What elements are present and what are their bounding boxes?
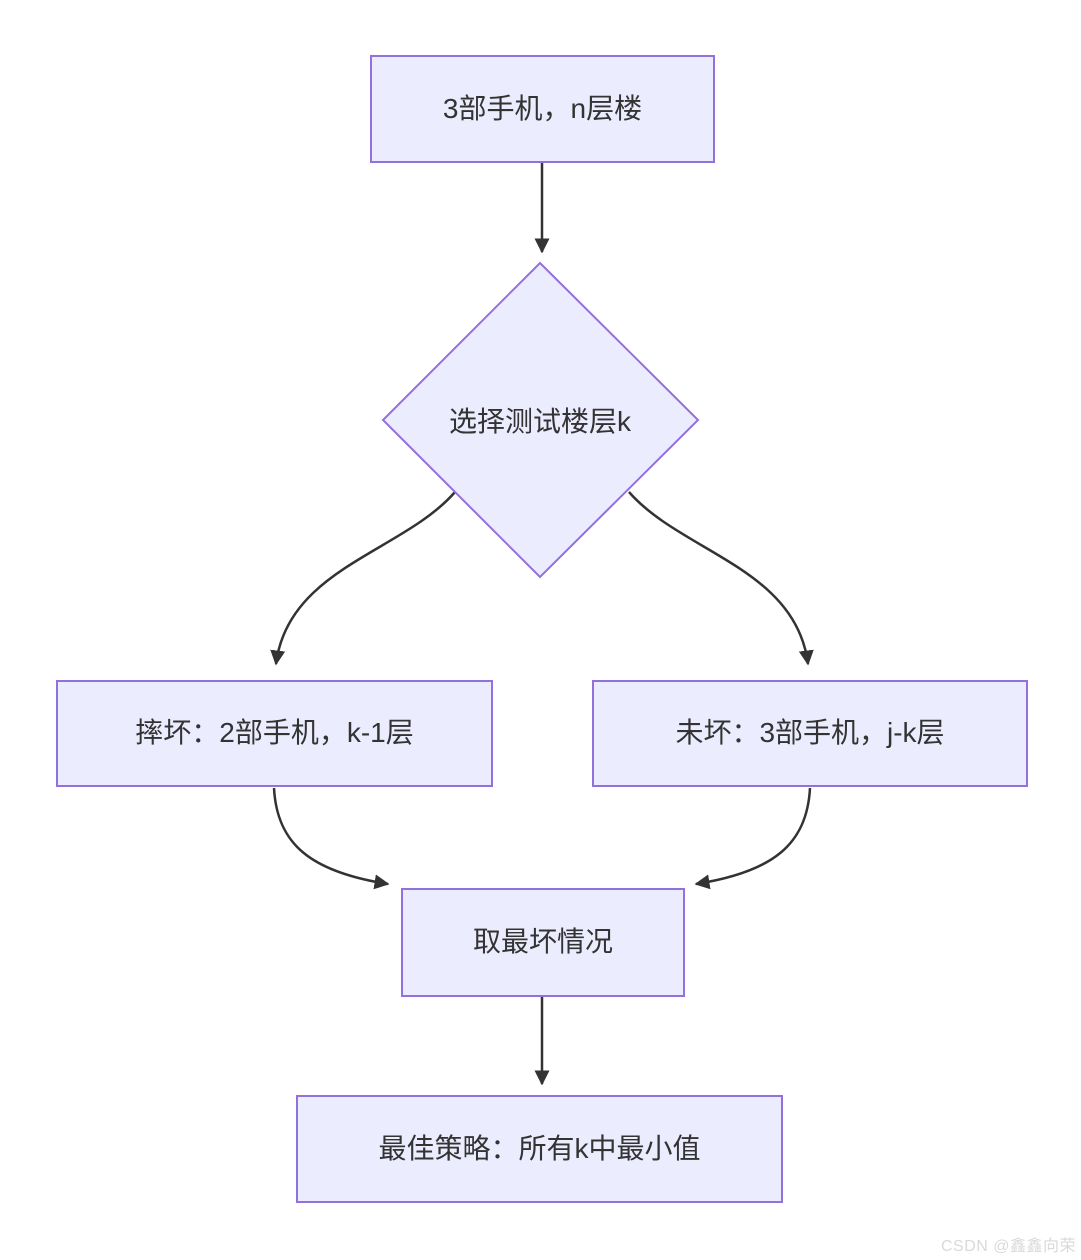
node-intact: 未坏：3部手机，j-k层 <box>592 680 1028 787</box>
node-worst-label: 取最坏情况 <box>472 926 613 958</box>
node-decision: 选择测试楼层k <box>390 399 690 441</box>
edge-decision-broken <box>270 491 456 666</box>
node-broken-label: 摔坏：2部手机，k-1层 <box>135 717 414 749</box>
edge-intact-worst <box>694 787 812 890</box>
node-start: 3部手机，n层楼 <box>370 55 715 163</box>
decision-node-shape <box>381 261 700 579</box>
node-intact-label: 未坏：3部手机，j-k层 <box>675 717 945 749</box>
node-worst: 取最坏情况 <box>401 888 685 997</box>
node-best: 最佳策略：所有k中最小值 <box>296 1095 783 1203</box>
node-start-label: 3部手机，n层楼 <box>442 92 643 124</box>
edge-decision-intact <box>628 491 814 666</box>
edge-broken-worst <box>272 787 390 890</box>
watermark: CSDN @鑫鑫向荣 <box>940 1238 1076 1255</box>
node-decision-label: 选择测试楼层k <box>448 406 631 437</box>
node-best-label: 最佳策略：所有k中最小值 <box>378 1132 701 1164</box>
node-broken: 摔坏：2部手机，k-1层 <box>56 680 493 787</box>
